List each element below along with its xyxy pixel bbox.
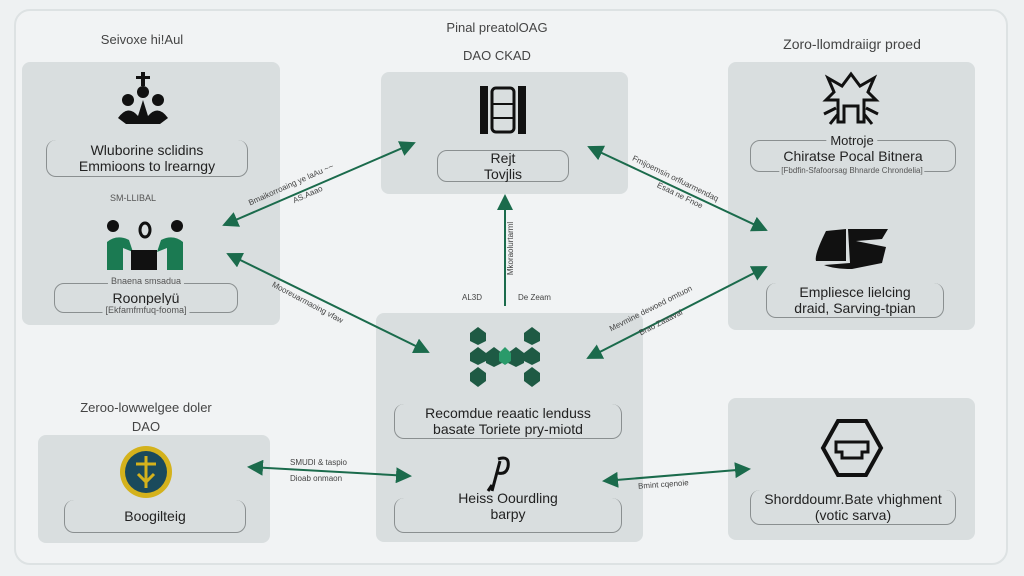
- server-rack-icon: [480, 86, 526, 134]
- arrow-right-to-center: [586, 266, 768, 359]
- arrow-label: Mkoraolurtarml: [506, 221, 516, 276]
- center-box2-line-2: barpy: [490, 506, 526, 522]
- center-box-2: Heiss Oourdling barpy: [394, 490, 622, 533]
- left-box2-top: Bnaena smsadua: [107, 276, 185, 286]
- top-box: Rejt Tovjlis: [437, 150, 569, 182]
- bottom-right-box-line-2: (votic sarva): [814, 507, 892, 523]
- left-box-line-1: Wluborine sclidins: [90, 142, 204, 158]
- arrow-left-to-top: [222, 141, 416, 227]
- arrow-label: SMUDI & taspio: [290, 458, 347, 467]
- top-box-line-2: Tovjlis: [483, 166, 523, 182]
- right-box2-line-1: Empliesce lielcing: [799, 284, 911, 300]
- arrow-label: Dioab onmaon: [290, 474, 343, 483]
- left-box-line-2: Emmioons to lrearngy: [78, 158, 216, 174]
- hat-icon: [815, 229, 888, 269]
- council-icon: [118, 72, 168, 124]
- bottom-left-box-text: Boogilteig: [124, 508, 186, 524]
- top-section-title: Pinal preatolOAG: [446, 20, 548, 35]
- left-mid-label: SM-LLIBAL: [109, 193, 157, 203]
- arrow-bottomleft-to-center: [247, 459, 412, 484]
- right-box-2: Empliesce lielcing draid, Sarving-tpian: [766, 283, 944, 318]
- arrow-left-to-center: [226, 252, 430, 354]
- arrow-top-to-right: [587, 145, 768, 232]
- right-box1-main: Chiratse Pocal Bitnera: [783, 148, 923, 164]
- top-box-line-1: Rejt: [490, 150, 516, 166]
- pen-nib-icon: [486, 456, 510, 492]
- right-box2-line-2: draid, Sarving-tpian: [794, 300, 916, 316]
- center-box1-line-1: Recomdue reaatic lenduss: [425, 405, 591, 421]
- right-box1-top: Motroje: [826, 133, 878, 148]
- center-box-1: Recomdue reaatic lenduss basate Toriete …: [394, 404, 622, 439]
- hexagon-chip-icon: [820, 419, 884, 477]
- top-section-subtitle: DAO CKAD: [463, 48, 531, 63]
- center-box2-line-1: Heiss Oourdling: [458, 490, 558, 506]
- bottom-left-section-subtitle: DAO: [131, 419, 161, 434]
- bottom-right-box: Shorddoumr.Bate vhighment (votic sarva): [750, 490, 956, 525]
- center-box1-line-2: basate Toriete pry-miotd: [433, 421, 583, 437]
- collaboration-icon: [107, 220, 183, 270]
- network-nodes-icon: [470, 327, 540, 387]
- left-box2-sub: [Ekfamfmfuq-fooma]: [102, 305, 190, 315]
- bottom-left-section-title: Zeroo-lowwelgee doler: [80, 400, 212, 415]
- bottom-right-box-line-1: Shorddoumr.Bate vhighment: [764, 491, 942, 507]
- right-section-title: Zoro-llomdraiigr proed: [783, 36, 921, 52]
- left-section-title: Seivoxe hi!Aul: [100, 32, 184, 47]
- arrow-center-to-bottomright: [602, 462, 751, 488]
- network-burst-icon: [822, 71, 880, 125]
- emblem-seal-icon: [120, 446, 172, 498]
- bottom-left-box: Boogilteig: [64, 500, 246, 533]
- right-box1-sub: [Fbdfin-Sfafoorsag Bhnarde Chrondelia]: [779, 166, 925, 175]
- arrow-label: AL3D: [462, 293, 483, 302]
- arrow-label: De Zeam: [518, 293, 551, 302]
- left-box2-main: Roonpelyü: [112, 290, 180, 306]
